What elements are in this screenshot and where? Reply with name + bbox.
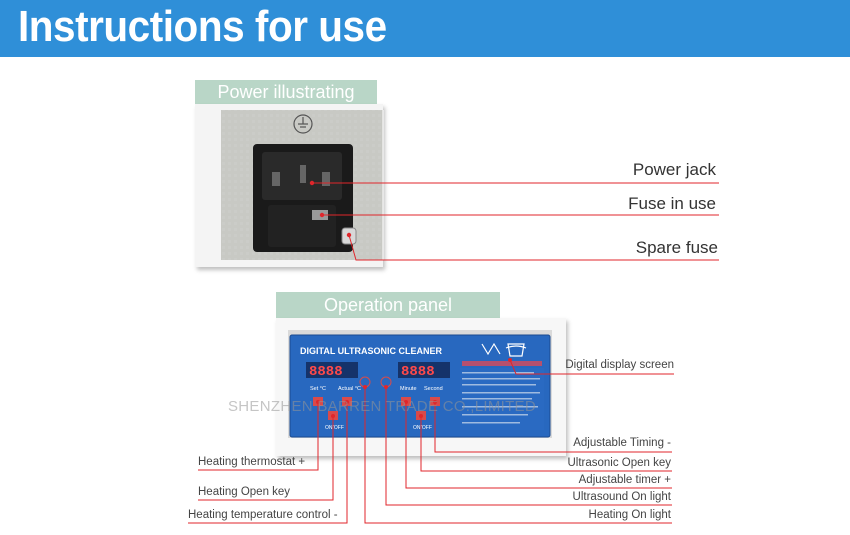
- temperature-display-digits: 8888: [309, 364, 343, 380]
- callout-fuse-in-use: Fuse in use: [628, 194, 716, 213]
- callout-heating-temperature-minus: Heating temperature control -: [188, 509, 338, 521]
- tub-icon: [505, 343, 527, 357]
- operation-leader-dots: [316, 358, 512, 418]
- power-photo: [221, 110, 384, 260]
- panel-title: DIGITAL ULTRASONIC CLEANER: [300, 346, 442, 356]
- header-banner: Instructions for use: [0, 0, 850, 57]
- callout-heating-on-light: Heating On light: [588, 509, 671, 521]
- set-temp-label: Set °C: [310, 386, 326, 392]
- power-leader-dots: [309, 180, 352, 238]
- callout-digital-display: Digital display screen: [565, 359, 674, 371]
- actual-temp-label: Actual °C: [338, 386, 361, 392]
- wash-icon: [481, 342, 501, 356]
- callout-ultrasonic-open-key: Ultrasonic Open key: [567, 457, 671, 469]
- callout-ultrasound-on-light: Ultrasound On light: [572, 491, 671, 503]
- timer-display: [398, 362, 450, 378]
- timer-display-digits: 8888: [401, 364, 435, 380]
- callout-spare-fuse: Spare fuse: [635, 238, 718, 257]
- heating-onoff-label: ON/OFF: [325, 425, 344, 431]
- callout-adjustable-timer-plus: Adjustable timer +: [578, 474, 671, 486]
- operation-leader-lines: [188, 359, 674, 524]
- operation-panel: DIGITAL ULTRASONIC CLEANER 8888 8888 Set…: [288, 330, 552, 438]
- second-label: Second: [424, 386, 443, 392]
- ground-symbol-icon: [293, 114, 313, 134]
- callout-adjustable-timing-minus: Adjustable Timing -: [573, 437, 671, 449]
- ultrasonic-onoff-label: ON/OFF: [413, 425, 432, 431]
- callout-power-jack: Power jack: [632, 160, 716, 179]
- page-title: Instructions for use: [18, 2, 387, 51]
- temperature-display: [306, 362, 358, 378]
- watermark-text: SHENZHEN BARREN TRADE CO.,LIMITED: [228, 398, 536, 415]
- power-section-label: Power illustrating: [195, 80, 377, 104]
- power-leader-lines: [312, 182, 719, 261]
- callout-heating-thermostat-plus: Heating thermostat +: [198, 456, 306, 468]
- operation-section-label: Operation panel: [276, 292, 500, 318]
- callout-heating-open-key: Heating Open key: [198, 486, 291, 498]
- minute-label: Minute: [400, 386, 417, 392]
